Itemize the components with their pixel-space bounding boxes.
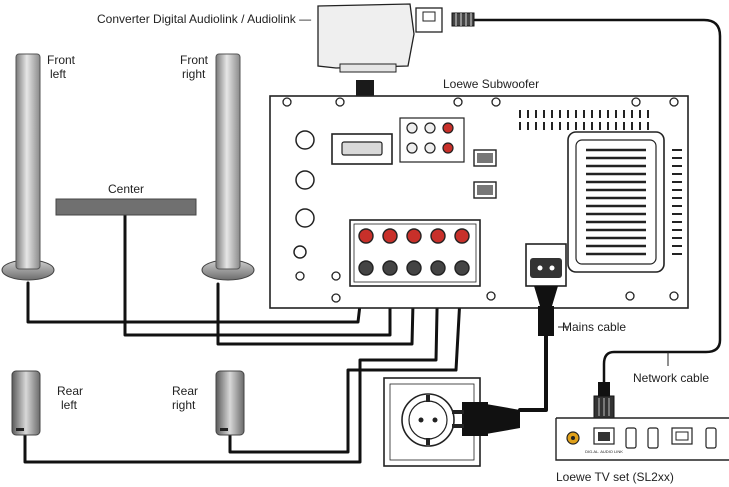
front-right-speaker	[201, 53, 255, 281]
rear-right-speaker	[215, 370, 245, 436]
subwoofer-label: Loewe Subwoofer	[443, 77, 539, 91]
network-cable-label: Network cable	[633, 371, 709, 385]
tower-speaker-icon	[11, 370, 41, 436]
center-speaker	[55, 198, 197, 216]
tower-speaker-icon	[15, 53, 41, 270]
network-cable	[473, 18, 722, 384]
rear-left-label-line1: Rear	[57, 384, 83, 398]
front-left-label-line1: Front	[47, 53, 76, 67]
center-label: Center	[108, 182, 144, 196]
tv-port-small-label: DIG.AL. AUDIO LINK	[585, 449, 623, 454]
heatsink	[567, 131, 665, 273]
audiolink-port	[341, 141, 383, 156]
converter-label: Converter Digital Audiolink / Audiolink …	[97, 12, 311, 26]
front-left-speaker	[1, 53, 55, 281]
mains-cable	[518, 333, 548, 412]
mains-plug-in-socket	[452, 402, 520, 436]
subwoofer-panel	[269, 95, 689, 309]
mains-cable-label: Mains cable	[562, 320, 626, 334]
tv-panel: DIG.AL. AUDIO LINK	[555, 417, 729, 461]
speaker-terminals	[349, 219, 481, 287]
rear-left-speaker	[11, 370, 41, 436]
mains-plug	[534, 286, 558, 336]
power-socket-icon	[383, 377, 481, 467]
rear-right-label-line2: right	[172, 398, 196, 412]
rear-right-cable	[228, 260, 464, 454]
tv-set-label: Loewe TV set (SL2xx)	[556, 470, 674, 484]
rear-left-label-line2: left	[61, 398, 78, 412]
front-left-label-line2: left	[50, 67, 67, 81]
tower-speaker-icon	[215, 53, 241, 270]
tower-speaker-icon	[215, 370, 245, 436]
network-plug-icon	[451, 12, 475, 27]
network-plug-icon	[593, 382, 615, 419]
rear-right-label-line1: Rear	[172, 384, 198, 398]
rear-left-cable	[23, 260, 440, 464]
front-right-label-line2: right	[182, 67, 206, 81]
front-right-label-line1: Front	[180, 53, 209, 67]
